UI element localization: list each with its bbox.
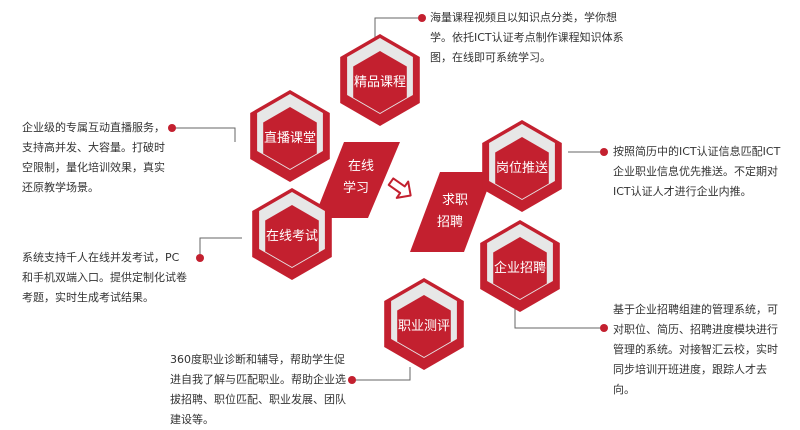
connector-kaoshi — [199, 237, 242, 258]
hexagon-qiye: 企业招聘 — [480, 220, 560, 312]
hexagon-zhiye-label: 职业测评 — [398, 319, 450, 334]
online-study-shape — [314, 142, 400, 218]
desc-qiye: 基于企业招聘组建的管理系统，可对职位、简历、招聘进度模块进行管理的系统。对接智汇… — [613, 303, 778, 396]
desc-gangwei: 按照简历中的ICT认证信息匹配ICT企业职业信息优先推送。不定期对ICT认证人才… — [613, 145, 781, 198]
hexagon-gangwei-label: 岗位推送 — [496, 161, 548, 176]
hexagon-qiye-label: 企业招聘 — [494, 260, 546, 276]
job-hunting-line2: 招聘 — [437, 215, 463, 230]
hexagon-zhibo: 直播课堂 — [250, 90, 330, 182]
job-hunting-line1: 求职 — [442, 193, 468, 208]
dot-jingpin — [418, 14, 426, 22]
hexagon-jingpin: 精品课程 — [340, 34, 420, 126]
hexagon-jingpin-label: 精品课程 — [354, 75, 406, 90]
hexagon-gangwei: 岗位推送 — [482, 120, 562, 212]
dot-zhiye — [348, 376, 356, 384]
online-study-line2: 学习 — [343, 180, 369, 196]
desc-zhibo: 企业级的专属互动直播服务，支持高并发、大容量。打破时空限制，量化培训效果，真实还… — [22, 121, 165, 194]
hollow-arrow-icon — [387, 177, 412, 199]
connector-zhiye — [356, 367, 411, 381]
desc-zhiye: 360度职业诊断和辅导，帮助学生促进自我了解与匹配职业。帮助企业选拔招聘、职位匹… — [170, 353, 346, 426]
hexagon-zhiye-inner — [397, 295, 451, 357]
desc-kaoshi: 系统支持千人在线并发考试，PC和手机双端入口。提供定制化试卷考题，实时生成考试结… — [22, 251, 187, 304]
hexagon-zhibo-label: 直播课堂 — [264, 131, 316, 146]
dot-zhibo — [168, 124, 176, 132]
online-study-line1: 在线 — [348, 159, 374, 174]
hexagon-kaoshi-inner — [265, 205, 319, 267]
hexagon-zhibo-inner — [263, 107, 317, 169]
dot-kaoshi — [196, 254, 204, 262]
hexagon-jingpin-inner — [353, 51, 407, 113]
dot-qiye — [600, 324, 608, 332]
connector-qiye — [514, 302, 600, 329]
connector-zhibo — [175, 127, 236, 142]
connector-jingpin — [374, 17, 418, 38]
hexagon-kaoshi-label: 在线考试 — [266, 229, 318, 244]
dot-gangwei — [600, 148, 608, 156]
job-hunting-shape — [410, 172, 494, 252]
hexagon-kaoshi: 在线考试 — [252, 188, 332, 280]
hexagon-qiye-inner — [493, 237, 547, 299]
desc-jingpin: 海量课程视频且以知识点分类，学你想学。依托ICT认证考点制作课程知识体系图，在线… — [430, 11, 624, 64]
hexagon-gangwei-inner — [495, 137, 549, 199]
hexagon-zhiye: 职业测评 — [384, 278, 464, 370]
